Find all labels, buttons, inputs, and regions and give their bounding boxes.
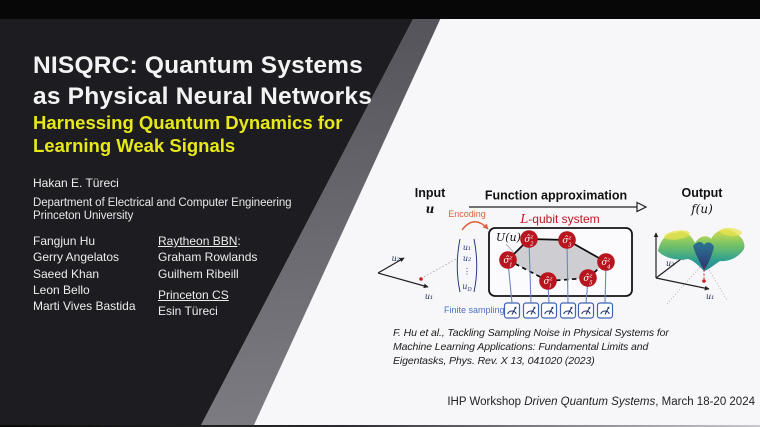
- qubit-circle: [499, 251, 517, 269]
- vector-paren-right: [473, 238, 478, 293]
- projection-fan-line: [705, 264, 728, 301]
- input-point-dot: [419, 277, 423, 281]
- workshop-name: Driven Quantum Systems: [524, 396, 656, 408]
- output-label: Output: [682, 186, 724, 200]
- author-affiliation: Department of Electrical and Computer En…: [33, 197, 292, 222]
- team-member: Leon Bello: [33, 282, 90, 297]
- input-projection-line: [423, 258, 457, 278]
- function-approximation-arrow: Function approximation: [469, 189, 648, 213]
- output-block: Output f(u) u₂ u₁: [653, 186, 745, 305]
- output-point-dot: [702, 279, 706, 283]
- encoding-label: Encoding: [448, 209, 486, 219]
- finite-sampling-row: Finite sampling: [444, 302, 614, 319]
- input-label: Input: [415, 186, 446, 200]
- measurement-icon: [522, 302, 540, 319]
- top-bar: [0, 0, 760, 19]
- output-surface: [658, 227, 745, 271]
- bottom-edge-bar: [0, 424, 760, 427]
- measurement-icon: [503, 302, 521, 319]
- qubit-circle: [558, 231, 576, 249]
- input-vector: u₁ u₂ ⋮ uD: [456, 238, 478, 293]
- measurement-icon: [540, 302, 558, 319]
- vector-entry-u2: u₂: [463, 254, 471, 263]
- encoding-arrow: [461, 221, 489, 231]
- qubit-circle: [579, 269, 597, 287]
- output-axes: [653, 232, 710, 291]
- qubit-circle: [520, 230, 538, 248]
- princeton-cs-heading: Princeton CS: [158, 287, 229, 302]
- team-member: Guilhem Ribeill: [158, 266, 239, 281]
- workshop-footer: IHP Workshop Driven Quantum Systems, Mar…: [447, 396, 755, 408]
- architecture-diagram: Input u u₂ u₁ u₁ u₂ ⋮ uD Fun: [377, 186, 745, 319]
- coupling-region: [508, 239, 606, 281]
- qubit-circle: [539, 272, 557, 290]
- input-axis-u2-label: u₂: [392, 254, 400, 263]
- measurement-icon: [577, 302, 595, 319]
- vector-entry-uD: uD: [462, 282, 472, 293]
- vector-entry-dots: ⋮: [463, 267, 471, 276]
- author-name: Hakan E. Türeci: [33, 176, 119, 190]
- raytheon-heading: Raytheon BBN:: [158, 234, 241, 248]
- slide-subtitle: Harnessing Quantum Dynamics for Learning…: [33, 112, 343, 156]
- citation-text: F. Hu et al., Tackling Sampling Noise in…: [393, 327, 669, 367]
- team-member: Gerry Angelatos: [33, 250, 120, 265]
- input-axis-u1-label: u₁: [425, 292, 433, 301]
- qubit-circle: [597, 253, 615, 271]
- team-member: Graham Rowlands: [158, 250, 258, 265]
- vector-entry-u1: u₁: [463, 243, 471, 252]
- slide-title: NISQRC: Quantum Systems as Physical Neur…: [33, 52, 373, 110]
- team-member: Esin Türeci: [158, 304, 218, 319]
- output-symbol: f(u): [690, 202, 713, 216]
- team-member: Marti Vives Bastida: [33, 299, 136, 314]
- output-axis-u2-label: u₂: [666, 259, 674, 268]
- measurement-icon: [596, 302, 614, 319]
- input-block: Input u u₂ u₁ u₁ u₂ ⋮ uD: [377, 186, 478, 301]
- measurement-icon: [559, 302, 577, 319]
- qubit-system-box: U(u): [488, 227, 633, 304]
- team-member: Fangjun Hu: [33, 234, 96, 248]
- function-approximation-label: Function approximation: [485, 189, 627, 203]
- output-axis-u1-label: u₁: [706, 292, 714, 301]
- team-column-collaborators: Raytheon BBN: Graham Rowlands Guilhem Ri…: [158, 233, 298, 319]
- team-column-princeton: Fangjun Hu Gerry Angelatos Saeed Khan Le…: [33, 233, 153, 314]
- unitary-label: U(u): [496, 231, 521, 244]
- finite-sampling-label: Finite sampling: [444, 305, 505, 315]
- vector-paren-left: [456, 238, 461, 293]
- team-member: Saeed Khan: [33, 266, 100, 281]
- input-symbol: u: [426, 202, 435, 216]
- encoding-annotation: Encoding: [448, 209, 489, 231]
- input-axes: u₂ u₁: [377, 254, 457, 301]
- lqubit-system-label: L-qubit system: [519, 212, 599, 226]
